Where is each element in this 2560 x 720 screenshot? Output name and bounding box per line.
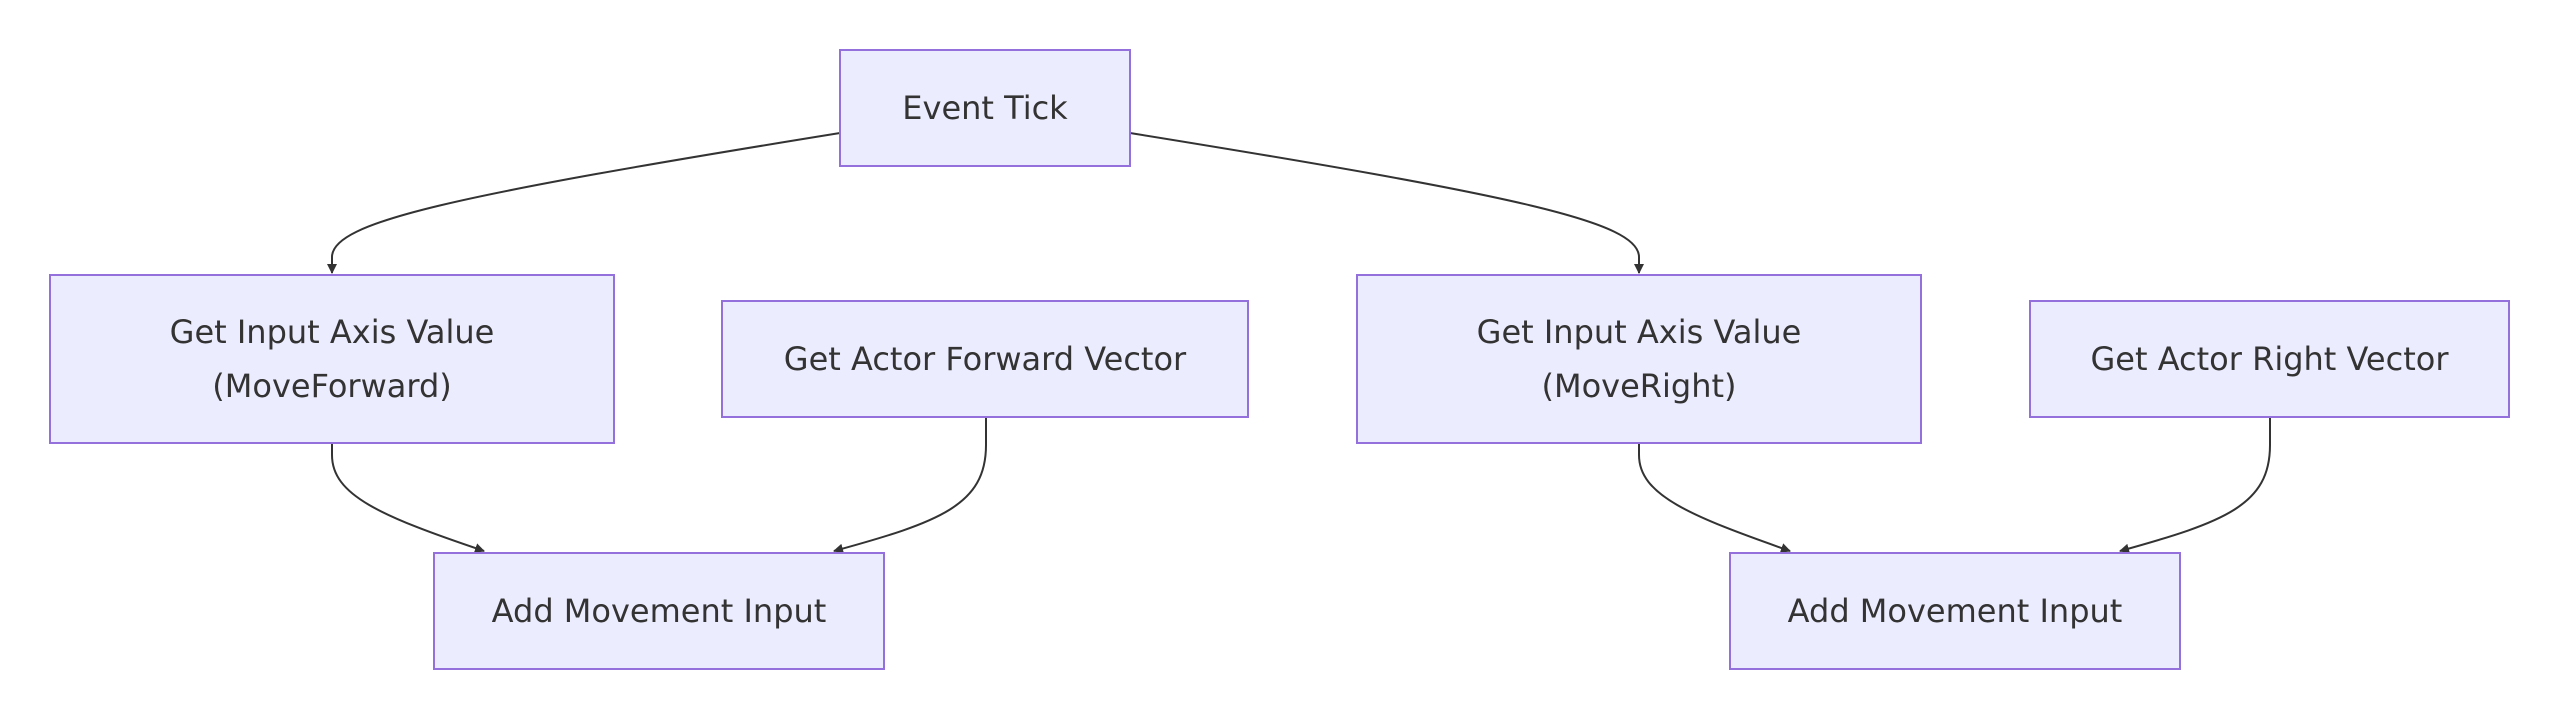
node-box <box>721 300 1249 418</box>
node-event-tick[interactable]: Event Tick <box>839 49 1131 167</box>
node-label: Add Movement Input <box>1788 592 2123 630</box>
node-label: Get Actor Forward Vector <box>784 340 1187 378</box>
node-right-vector[interactable]: Get Actor Right Vector <box>2029 300 2510 418</box>
edges-layer <box>327 132 2271 554</box>
node-axis-right[interactable]: Get Input Axis Value (MoveRight) <box>1356 274 1922 444</box>
node-label: Get Actor Right Vector <box>2091 340 2450 378</box>
edge-axis-forward-to-add-movement-1 <box>331 443 485 553</box>
node-axis-forward[interactable]: Get Input Axis Value (MoveForward) <box>49 274 615 444</box>
node-label: Get Input Axis Value <box>170 313 495 351</box>
node-add-movement-2[interactable]: Add Movement Input <box>1729 552 2181 670</box>
node-label: Event Tick <box>902 89 1068 127</box>
node-box <box>839 49 1131 167</box>
node-box <box>1729 552 2181 670</box>
node-add-movement-1[interactable]: Add Movement Input <box>433 552 885 670</box>
edge-forward-vector-to-add-movement-1 <box>833 417 987 554</box>
node-label: Add Movement Input <box>492 592 827 630</box>
edge-axis-right-to-add-movement-2 <box>1638 443 1791 553</box>
node-box <box>1356 274 1922 444</box>
edge-right-vector-to-add-movement-2 <box>2119 417 2271 554</box>
node-label: (MoveForward) <box>212 367 451 405</box>
node-box <box>2029 300 2510 418</box>
node-label: Get Input Axis Value <box>1477 313 1802 351</box>
edge-event-tick-to-axis-forward <box>327 132 841 274</box>
node-box <box>49 274 615 444</box>
edge-event-tick-to-axis-right <box>1129 132 1644 274</box>
node-box <box>433 552 885 670</box>
node-label: (MoveRight) <box>1541 367 1736 405</box>
node-forward-vector[interactable]: Get Actor Forward Vector <box>721 300 1249 418</box>
